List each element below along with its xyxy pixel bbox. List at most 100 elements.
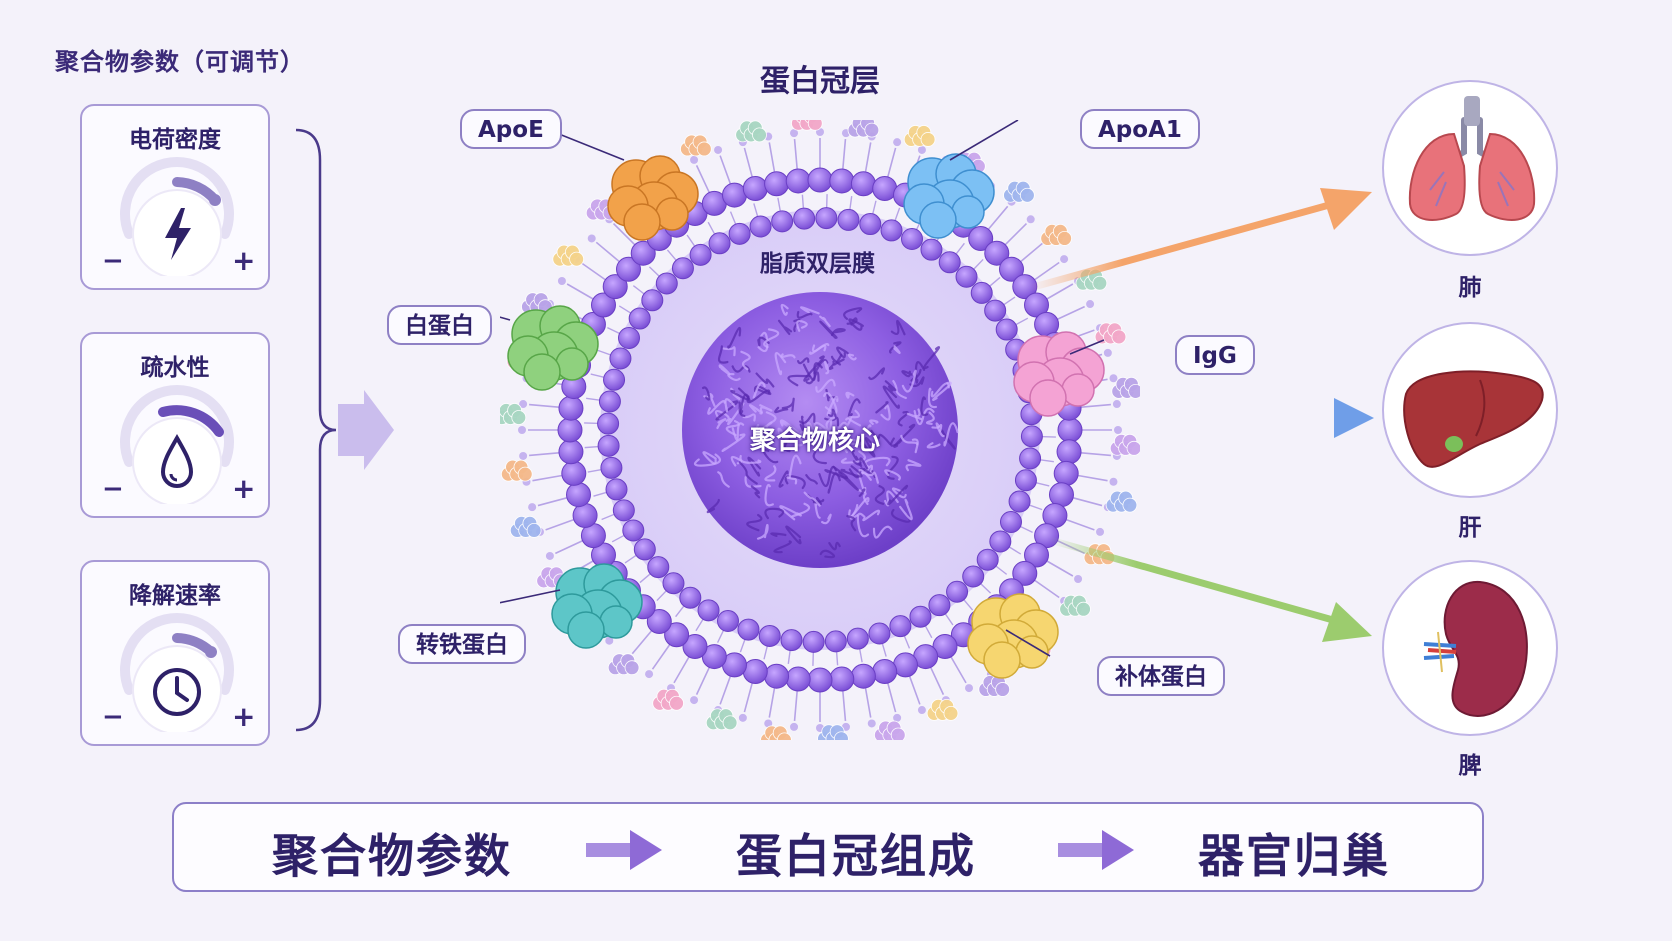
polymer-strand <box>748 404 763 415</box>
lipid-tail-end <box>867 719 876 728</box>
lipid-head <box>824 630 847 653</box>
lipid-tail <box>555 540 583 555</box>
lipid-head <box>946 580 969 603</box>
lipid-tail <box>908 675 921 705</box>
lipid-tail-end <box>1112 400 1121 409</box>
lipid-tail-end <box>690 155 699 164</box>
polymer-strand <box>750 485 761 499</box>
lipid-tail <box>595 241 620 263</box>
decrease-degradation-button[interactable]: − <box>102 702 124 732</box>
polymer-strand <box>763 328 780 349</box>
increase-hydrophobicity-button[interactable]: + <box>232 472 256 505</box>
lipid-head <box>671 257 694 280</box>
leader-line <box>1005 629 1051 657</box>
leader-line <box>1069 339 1105 355</box>
lipid-head <box>962 565 985 588</box>
param-label: 降解速率 <box>129 583 221 609</box>
lipid-head <box>609 347 632 370</box>
polymer-strand <box>893 345 901 355</box>
polymer-strand <box>756 523 769 540</box>
lipid-head <box>815 207 838 230</box>
polymer-strand <box>796 320 808 332</box>
lung-icon <box>1408 96 1536 221</box>
lipid-tail <box>545 518 575 531</box>
lipid-tail-end <box>1096 527 1105 536</box>
degradation-rate-knob[interactable] <box>107 612 247 732</box>
polymer-strand <box>701 386 711 401</box>
polymer-strand <box>752 381 766 399</box>
lung-organ[interactable] <box>1382 80 1558 256</box>
lipid-tail-end <box>528 503 537 512</box>
lipid-head <box>561 460 587 486</box>
lipid-head <box>793 207 816 230</box>
polymer-strand <box>785 525 802 545</box>
small-protein <box>607 653 640 676</box>
lipid-head <box>647 556 670 579</box>
lipid-head <box>1024 542 1050 568</box>
lipid-tail <box>537 497 568 507</box>
lipid-tail <box>1046 283 1074 300</box>
lipid-head <box>612 499 635 522</box>
lipid-head <box>868 622 891 645</box>
lipid-tail-end <box>690 696 699 705</box>
lipid-head <box>829 666 855 692</box>
lipid-head <box>597 412 620 435</box>
lipid-tail <box>1034 261 1060 281</box>
polymer-strand <box>738 461 758 485</box>
lipid-tail-end <box>587 234 596 243</box>
polymer-strand <box>901 370 913 378</box>
polymer-strand <box>757 336 770 347</box>
decrease-charge-button[interactable]: − <box>102 246 124 276</box>
decrease-hydrophobicity-button[interactable]: − <box>102 474 124 504</box>
polymer-strand <box>731 365 751 373</box>
polymer-strand <box>901 369 917 393</box>
polymer-strand <box>874 485 885 505</box>
lipid-tail <box>719 155 732 185</box>
flow-arrow-1 <box>586 830 662 870</box>
lipid-head <box>837 208 860 231</box>
polymer-strand <box>887 484 909 506</box>
lipid-tail <box>580 261 606 281</box>
apoa1-callout: ApoA1 <box>1080 109 1200 149</box>
lipid-head <box>938 251 961 274</box>
polymer-strand <box>731 422 745 441</box>
arrow-right-icon <box>1058 830 1134 870</box>
lipid-tail <box>930 667 945 695</box>
charge-density-knob[interactable] <box>107 156 247 276</box>
lipid-tail <box>793 690 798 721</box>
param-card-charge-density[interactable]: 电荷密度 − + <box>80 104 270 290</box>
small-protein <box>735 120 767 143</box>
param-card-degradation-rate[interactable]: 降解速率 − + <box>80 560 270 746</box>
polymer-strand <box>774 406 789 414</box>
param-card-hydrophobicity[interactable]: 疏水性 − + <box>80 332 270 518</box>
polymer-strand <box>821 513 832 525</box>
flow-step-corona-composition: 蛋白冠组成 <box>736 829 976 883</box>
polymer-strand <box>819 315 831 328</box>
lipid-head <box>999 510 1022 533</box>
polymer-strand <box>707 400 726 415</box>
increase-degradation-button[interactable]: + <box>232 700 256 733</box>
spleen-organ[interactable] <box>1382 560 1558 736</box>
polymer-strand <box>889 437 903 447</box>
polymer-strand <box>882 385 900 409</box>
lipid-head <box>976 548 999 571</box>
polymer-strand <box>852 457 869 470</box>
lipid-head <box>615 256 641 282</box>
hydrophobicity-knob[interactable] <box>107 384 247 504</box>
lipid-tail <box>695 165 710 193</box>
lipid-tail <box>864 687 872 718</box>
lipid-tail <box>864 142 872 173</box>
liver-organ[interactable] <box>1382 322 1558 498</box>
polymer-strand <box>875 401 889 414</box>
polymer-strand <box>848 318 864 331</box>
homing-arrows <box>1000 188 1374 642</box>
small-protein <box>847 120 880 138</box>
polymer-strand <box>886 455 899 480</box>
leader-line <box>500 316 511 321</box>
increase-charge-button[interactable]: + <box>232 244 256 277</box>
lipid-head <box>955 265 978 288</box>
liver-icon <box>1403 370 1544 468</box>
polymer-strand <box>880 404 891 421</box>
polymer-strand <box>862 509 881 522</box>
arrow-to-lung <box>1029 188 1372 292</box>
